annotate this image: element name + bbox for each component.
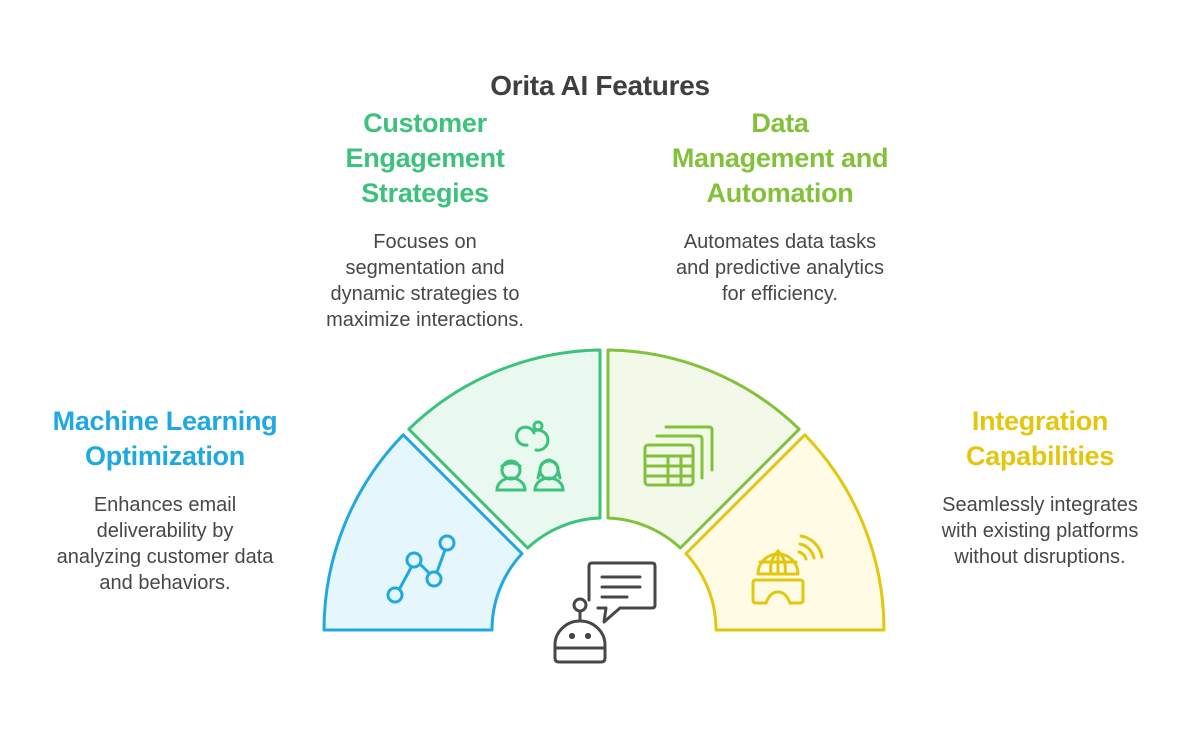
desc-line: with existing platforms [941, 520, 1139, 542]
desc-line: analyzing customer data [56, 546, 274, 568]
people-connection-icon [495, 420, 565, 492]
desc-line: segmentation and [345, 257, 505, 279]
desc-line: for efficiency. [722, 283, 838, 305]
heading-line: Management and [671, 143, 889, 173]
desc-line: maximize interactions. [326, 309, 524, 331]
feature-description: Focuses on segmentation and dynamic stra… [300, 229, 550, 333]
stacked-table-icon [643, 425, 714, 487]
feature-heading: Machine Learning Optimization [30, 404, 300, 474]
feature-label-data-management: Data Management and Automation Automates… [650, 106, 910, 307]
heading-line: Capabilities [966, 441, 1114, 471]
segment-customer-engagement [407, 348, 602, 550]
segment-integration [684, 433, 886, 632]
feature-description: Enhances email deliverability by analyzi… [30, 492, 300, 596]
feature-label-customer-engagement: Customer Engagement Strategies Focuses o… [300, 106, 550, 333]
desc-line: without disruptions. [954, 546, 1126, 568]
feature-label-integration: Integration Capabilities Seamlessly inte… [912, 404, 1168, 570]
heading-line: Optimization [85, 441, 245, 471]
desc-line: deliverability by [96, 520, 234, 542]
robot-chat-icon [553, 561, 657, 664]
feature-heading: Integration Capabilities [912, 404, 1168, 474]
heading-line: Customer [363, 108, 487, 138]
vr-globe-signal-icon [751, 534, 824, 605]
heading-line: Machine Learning [52, 406, 278, 436]
feature-description: Seamlessly integrates with existing plat… [912, 492, 1168, 570]
desc-line: Automates data tasks [683, 231, 877, 253]
feature-description: Automates data tasks and predictive anal… [650, 229, 910, 307]
heading-line: Strategies [361, 178, 489, 208]
desc-line: Enhances email [93, 494, 237, 516]
heading-line: Integration [971, 406, 1109, 436]
segment-data-management [606, 348, 801, 550]
desc-line: and behaviors. [99, 572, 231, 594]
heading-line: Data [751, 108, 809, 138]
desc-line: Focuses on [373, 231, 477, 253]
heading-line: Engagement [345, 143, 505, 173]
heading-line: Automation [706, 178, 854, 208]
desc-line: Seamlessly integrates [942, 494, 1138, 516]
feature-heading: Customer Engagement Strategies [300, 106, 550, 211]
diagram-title: Orita AI Features [490, 70, 710, 101]
segment-machine-learning [322, 433, 524, 632]
desc-line: and predictive analytics [676, 257, 884, 279]
feature-label-machine-learning: Machine Learning Optimization Enhances e… [30, 404, 300, 596]
line-chart-icon [386, 534, 456, 604]
feature-heading: Data Management and Automation [650, 106, 910, 211]
desc-line: dynamic strategies to [330, 283, 520, 305]
